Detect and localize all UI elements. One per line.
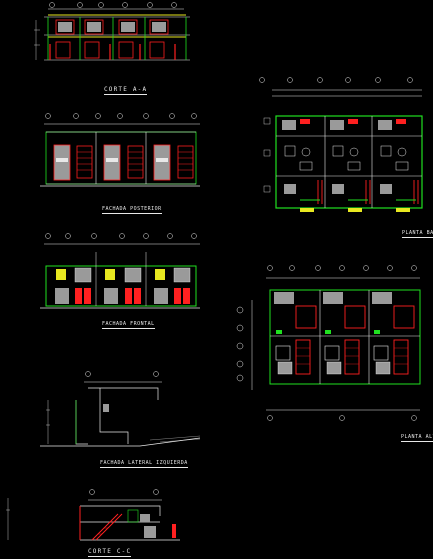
upper-plan-drawing: [236, 265, 421, 421]
left-elevation-label: FACHADA LATERAL IZQUIERDA: [100, 460, 188, 468]
section-cc-label: CORTE C-C: [88, 548, 132, 557]
front-elevation-drawing: [40, 233, 200, 309]
rear-elevation-label: FACHADA POSTERIOR: [102, 206, 162, 214]
lower-plan-label: PLANTA BAJA: [402, 230, 433, 238]
lower-plan-drawing: [259, 77, 423, 212]
section-aa-drawing: [34, 2, 190, 61]
section-cc-drawing: [6, 489, 180, 541]
section-aa-label: CORTE A-A: [104, 86, 148, 95]
upper-plan-label: PLANTA ALTA: [401, 434, 433, 442]
rear-elevation-drawing: [40, 113, 200, 187]
left-elevation-drawing: [40, 371, 201, 447]
front-elevation-label: FACHADA FRONTAL: [102, 321, 155, 329]
